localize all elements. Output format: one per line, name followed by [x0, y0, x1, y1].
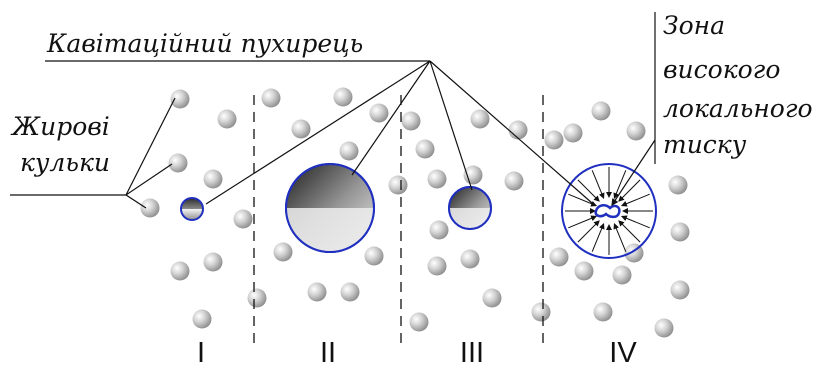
- pressure-arrow: [591, 170, 605, 200]
- pressure-arrows: [565, 167, 653, 255]
- fat-droplet: [247, 288, 267, 308]
- pressure-arrow: [618, 220, 641, 243]
- pressure-arrow: [618, 179, 641, 202]
- fat-label-line1: Жирові: [10, 112, 110, 141]
- zone-label-line1: Зона: [663, 11, 725, 40]
- fat-droplet: [170, 89, 190, 109]
- high-pressure-zone: [561, 163, 657, 259]
- fat-droplet: [217, 109, 237, 129]
- fat-droplet: [460, 249, 480, 269]
- fat-droplet: [192, 309, 212, 329]
- fat-droplet: [504, 171, 524, 191]
- zone-label-line2: високого: [663, 55, 780, 84]
- fat-droplet: [463, 165, 483, 185]
- fat-droplet: [563, 123, 583, 143]
- fat-droplet: [369, 103, 389, 123]
- fat-droplet: [203, 169, 223, 189]
- fat-droplet: [339, 141, 359, 161]
- fat-droplet: [401, 111, 421, 131]
- pressure-arrow: [613, 222, 627, 252]
- stage-label-3: III: [460, 337, 484, 369]
- stage-label-1: I: [197, 337, 205, 369]
- pressure-arrow: [568, 215, 598, 229]
- fat-droplet: [409, 312, 429, 332]
- pressure-arrow: [577, 220, 600, 243]
- fat-droplet: [574, 261, 594, 281]
- fat-droplet: [427, 256, 447, 276]
- stage-label-2: II: [320, 337, 336, 369]
- fat-droplet: [261, 88, 281, 108]
- fat-droplet: [307, 282, 327, 302]
- bubble-stage-1: [180, 197, 204, 221]
- fat-label-line2: кульки: [20, 148, 110, 177]
- fat-droplet: [591, 101, 611, 121]
- fat-droplet: [140, 198, 160, 218]
- stage-label-4: IV: [609, 337, 637, 369]
- fat-droplet: [388, 175, 408, 195]
- fat-droplet: [203, 252, 223, 272]
- pressure-arrow: [568, 193, 598, 207]
- fat-droplet: [170, 261, 190, 281]
- fat-droplet: [670, 222, 690, 242]
- fat-droplet: [544, 130, 564, 150]
- pressure-arrow: [591, 222, 605, 252]
- fat-droplet: [549, 247, 569, 267]
- fat-droplet: [626, 121, 646, 141]
- zone-label-line3: локального: [663, 94, 813, 123]
- fat-droplet: [168, 153, 188, 173]
- fat-droplet: [482, 288, 502, 308]
- fat-droplet: [654, 318, 674, 338]
- fat-droplet: [233, 209, 253, 229]
- pressure-arrow: [613, 170, 627, 200]
- bubble-label: Кавітаційний пухирець: [46, 29, 363, 58]
- pressure-arrow: [577, 179, 600, 202]
- bubble-stage-3: [448, 186, 492, 230]
- fat-droplet: [612, 265, 632, 285]
- bubble-stage-2: [285, 163, 375, 253]
- pressure-arrow: [620, 193, 650, 207]
- fat-droplet: [508, 120, 528, 140]
- fat-droplet: [429, 220, 449, 240]
- fat-droplet: [427, 169, 447, 189]
- fat-droplet: [593, 302, 613, 322]
- fat-droplet: [668, 175, 688, 195]
- fat-droplet: [340, 282, 360, 302]
- fat-droplet: [470, 109, 490, 129]
- fat-droplets: [140, 87, 690, 338]
- fat-droplet: [291, 119, 311, 139]
- pressure-arrow: [620, 215, 650, 229]
- fat-droplet: [415, 139, 435, 159]
- zone-label-line4: тиску: [663, 130, 747, 159]
- leader-lines: [10, 12, 656, 209]
- fat-droplet: [333, 87, 353, 107]
- stage-dividers: [253, 95, 544, 350]
- fat-droplet: [364, 246, 384, 266]
- fat-droplet: [531, 302, 551, 322]
- fat-droplet: [273, 242, 293, 262]
- fat-droplet: [670, 280, 690, 300]
